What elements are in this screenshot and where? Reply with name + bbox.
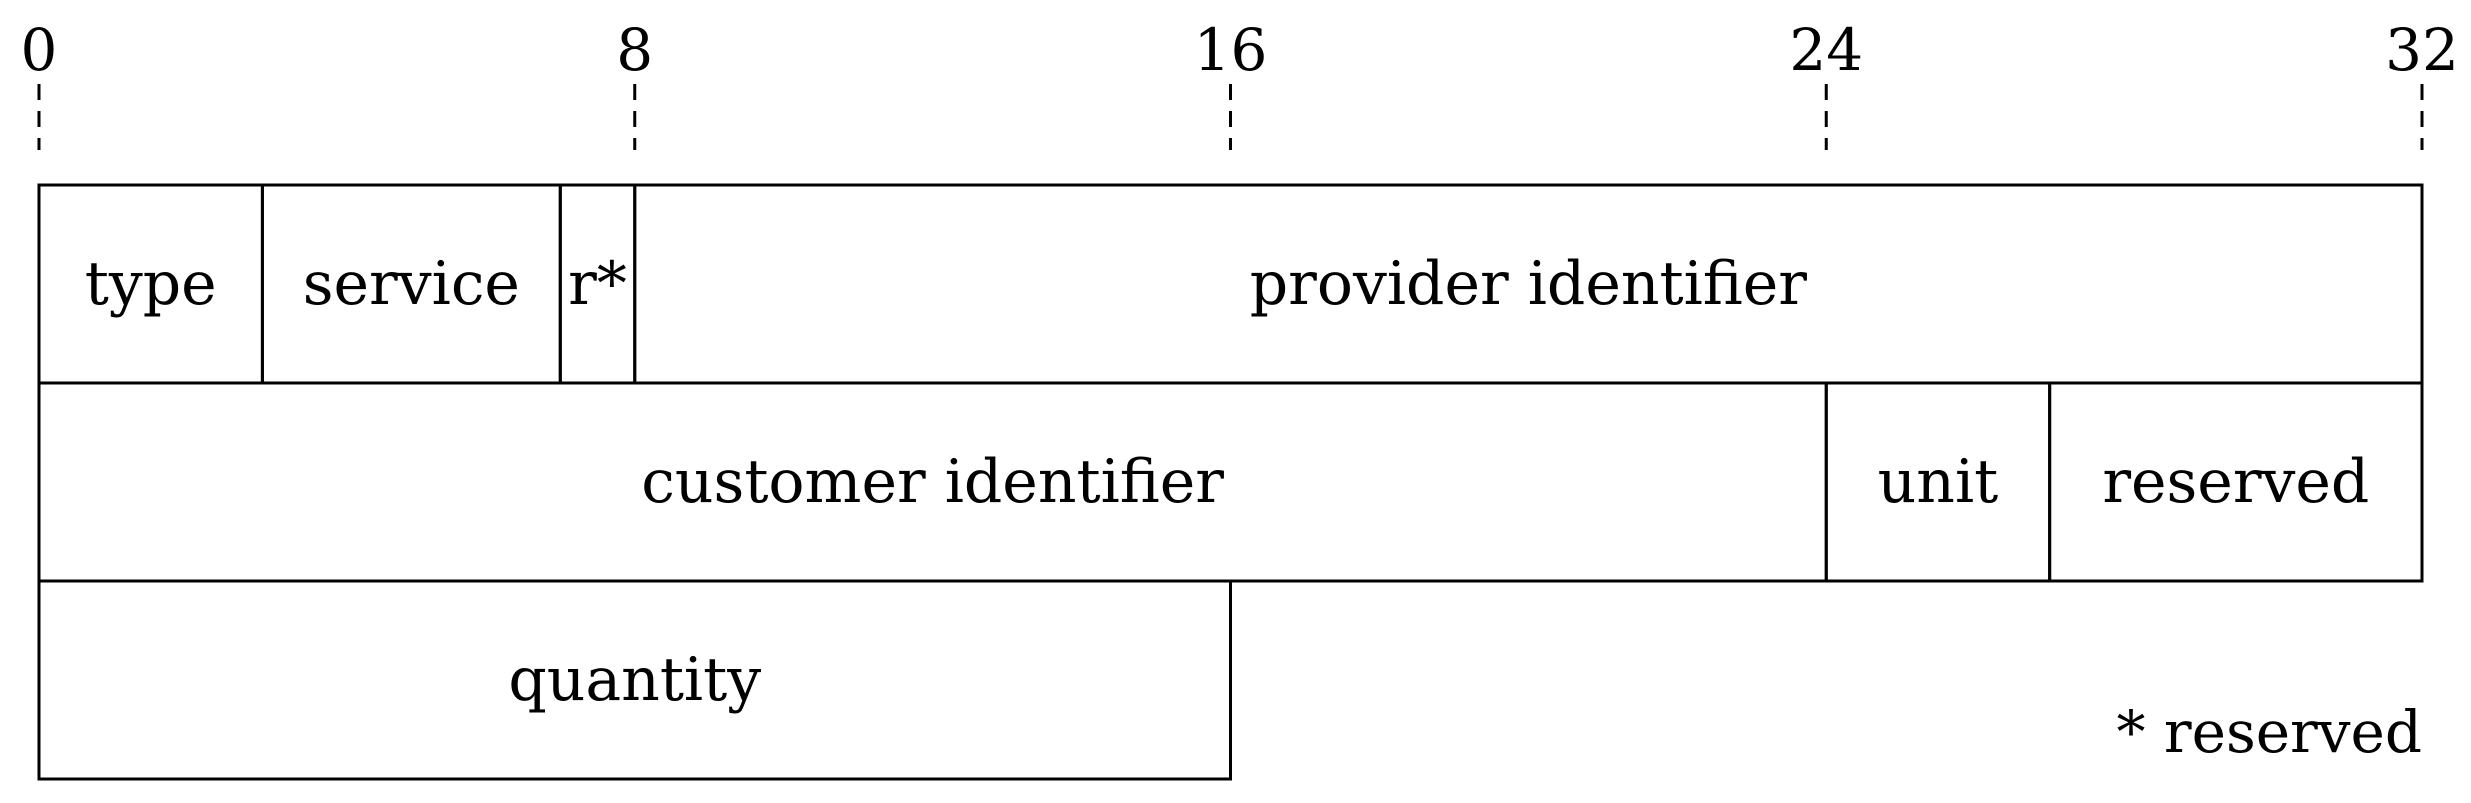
footnote: * reserved: [2116, 698, 2422, 766]
field-cell: provider identifier: [633, 183, 2424, 385]
field-cell: customer identifier: [37, 381, 1828, 583]
field-cell: quantity: [37, 579, 1232, 781]
field-cell: r*: [558, 183, 637, 385]
field-cell: type: [37, 183, 264, 385]
tick-label: 24: [1789, 16, 1863, 84]
field-label: customer identifier: [641, 447, 1224, 517]
tick-label: 8: [616, 16, 653, 84]
field-label: type: [85, 249, 217, 319]
field-cell: reserved: [2048, 381, 2424, 583]
field-label: provider identifier: [1250, 249, 1808, 319]
tick-label: 0: [21, 16, 58, 84]
field-box: [37, 579, 1232, 781]
field-cell: unit: [1824, 381, 2052, 583]
field-cell: service: [260, 183, 562, 385]
field-label: service: [303, 249, 520, 319]
field-label: reserved: [2102, 447, 2369, 517]
field-label: unit: [1878, 447, 1999, 517]
tick-label: 16: [1194, 16, 1268, 84]
tick-label: 32: [2385, 16, 2459, 84]
field-label: r*: [568, 249, 627, 319]
field-box: [2048, 381, 2424, 583]
bit-ruler: 0 8 16 24 32: [21, 16, 2459, 150]
field-label: quantity: [508, 645, 761, 715]
field-rows: type service r* provider identifier customer…: [37, 183, 2424, 781]
